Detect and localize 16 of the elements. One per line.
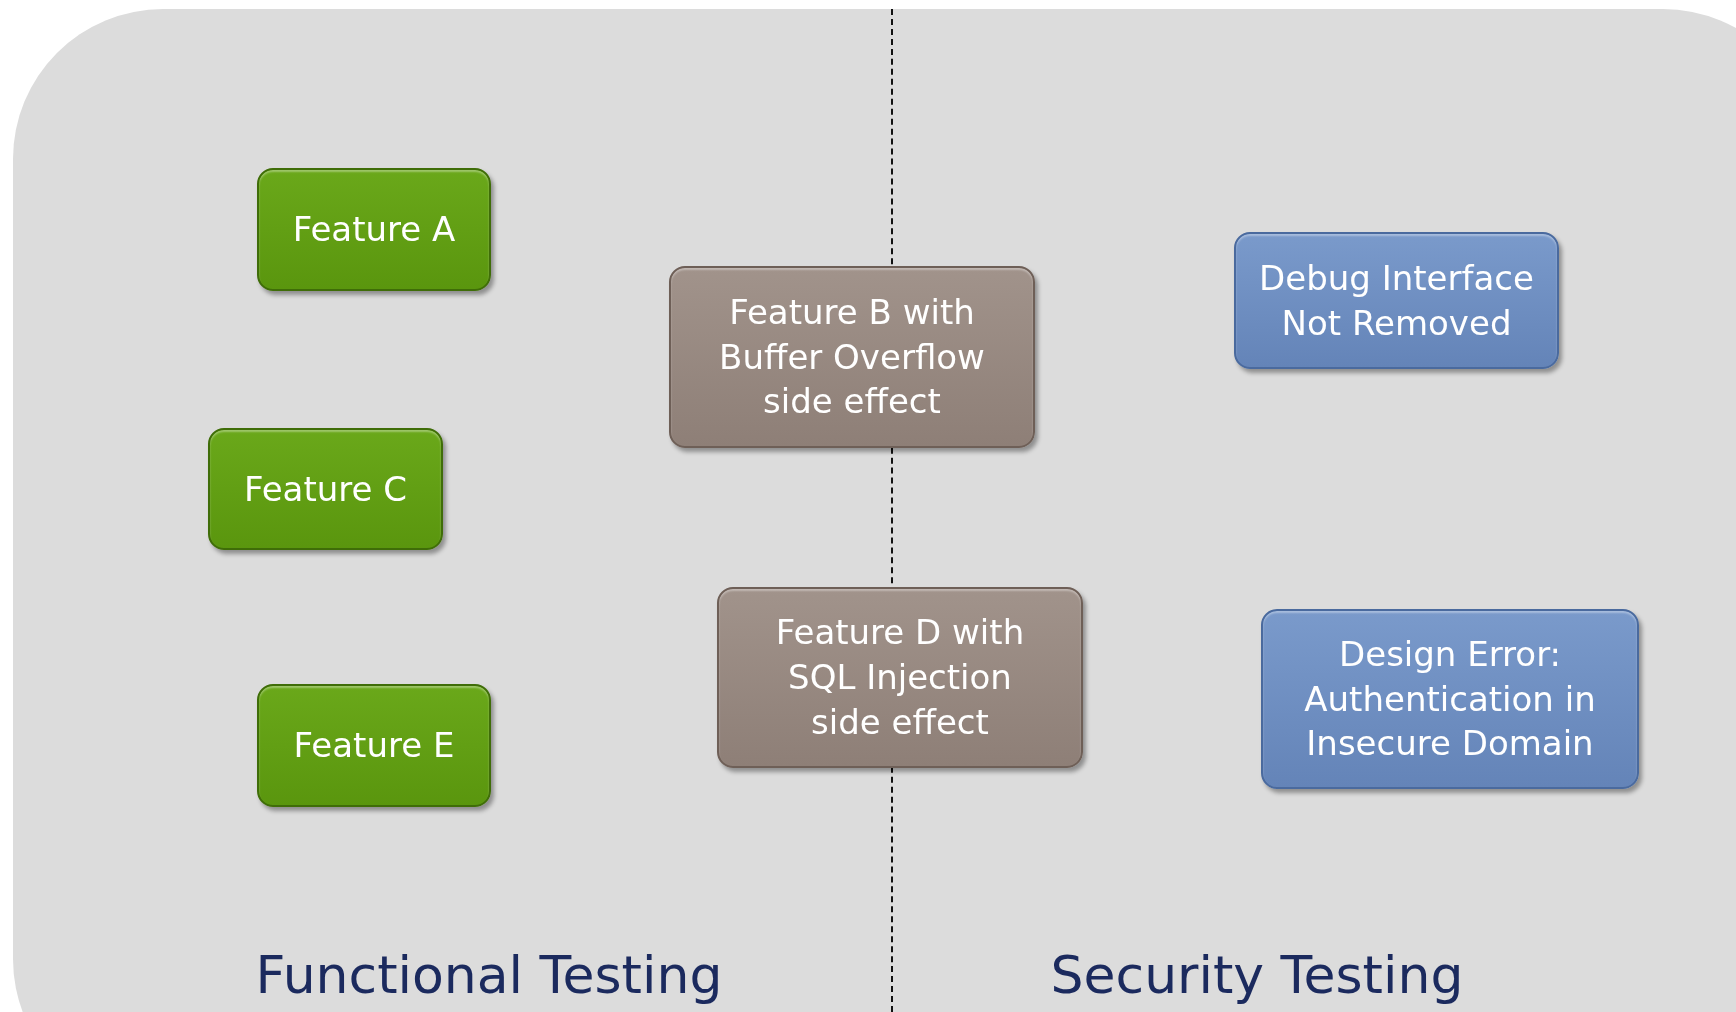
box-text: Feature E — [293, 724, 455, 768]
feature-box — [1234, 232, 1559, 369]
feature-box — [669, 266, 1035, 448]
section-heading: Security Testing — [1049, 945, 1465, 1005]
feature-box — [257, 168, 491, 291]
box-text: Feature D with SQL Injection side effect — [774, 611, 1026, 744]
feature-box — [1261, 609, 1639, 789]
box-text: Design Error: Authentication in Insecure Domain — [1303, 632, 1597, 766]
feature-box — [208, 428, 443, 550]
feature-box — [717, 587, 1083, 768]
box-text: Feature C — [244, 467, 407, 511]
box-text: Feature B with Buffer Overflow side effect — [718, 290, 986, 424]
section-heading: Functional Testing — [254, 945, 724, 1005]
feature-box — [257, 684, 491, 807]
box-text: Feature A — [292, 208, 456, 252]
box-text: Debug Interface Not Removed — [1258, 256, 1535, 345]
